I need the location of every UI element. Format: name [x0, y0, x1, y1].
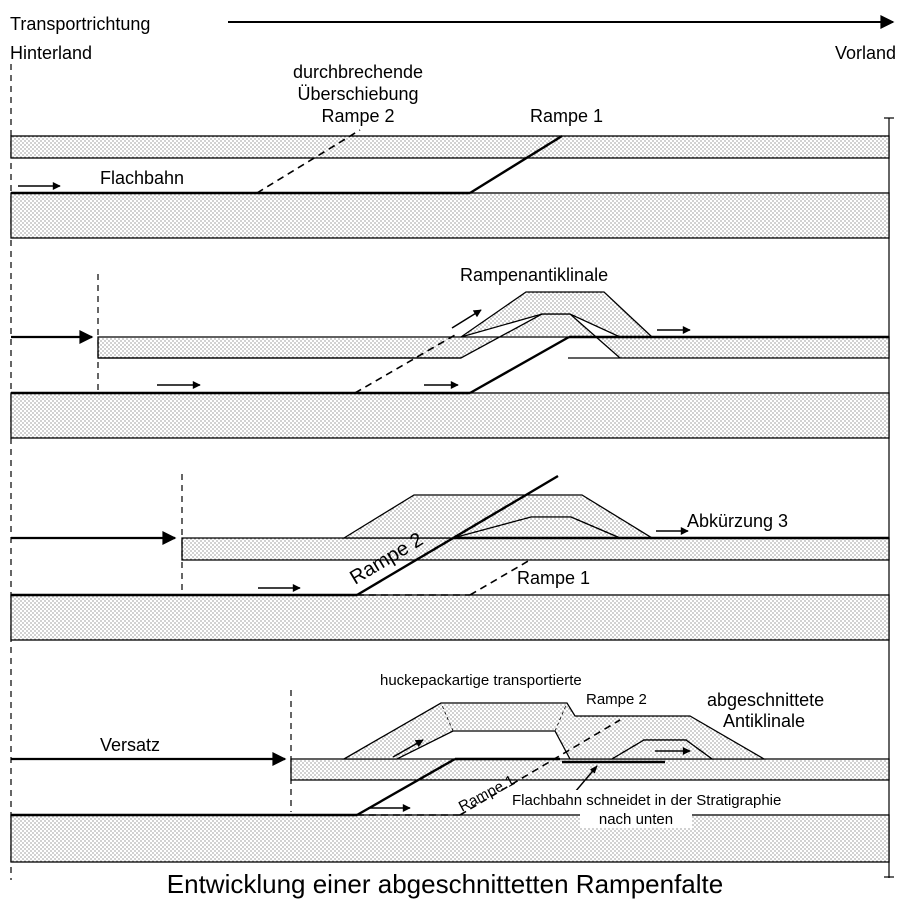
transport-direction-label: Transportrichtung — [10, 14, 150, 34]
thrust-sheet — [181, 537, 890, 561]
axial-trace — [440, 702, 454, 732]
ramp-2-fault — [356, 474, 559, 597]
piggyback-label: huckepackartige transportierte — [380, 672, 582, 689]
flat-cut-label-line2: nach unten — [599, 811, 673, 828]
shortcut-label: Abkürzung 3 — [687, 511, 788, 531]
figure-caption: Entwicklung einer abgeschnittetten Rampe… — [167, 869, 723, 899]
ramp-2-future-fault — [256, 129, 361, 194]
slip-arrow — [392, 739, 424, 758]
lower-bed-layer — [10, 814, 890, 863]
ramp-1-fault — [469, 335, 570, 395]
cut-anticline-label-line2: Antiklinale — [723, 711, 805, 731]
lower-bed-layer — [10, 594, 890, 641]
breakthrough-label-line2: Überschiebung — [297, 84, 418, 104]
vorland-label: Vorland — [835, 43, 896, 63]
ramp-2-label: Rampe 2 — [321, 106, 394, 126]
lower-bed-layer — [10, 192, 890, 239]
stage-3-panel: Rampe 2 Rampe 1 Abkürzung 3 — [10, 474, 890, 641]
ramp-2-future-fault — [354, 334, 456, 394]
upper-bed-layer — [10, 135, 890, 159]
stage-1-panel: Flachbahn durchbrechende Überschiebung R… — [10, 62, 890, 239]
label-background — [580, 810, 692, 828]
ramp-2-fault — [356, 757, 456, 817]
ramp-1-label: Rampe 1 — [530, 106, 603, 126]
stage-4-panel: Versatz huckepackartige transportierte R… — [10, 672, 890, 863]
ramp-anticline-label: Rampenantiklinale — [460, 265, 608, 285]
ramp-2-label: Rampe 2 — [586, 691, 647, 708]
hinterland-label: Hinterland — [10, 43, 92, 63]
pointer-arrow — [574, 765, 598, 793]
flat-label: Flachbahn — [100, 168, 184, 188]
slip-arrow — [451, 309, 482, 329]
label-background — [508, 790, 882, 809]
ramp-1-fault — [469, 134, 563, 195]
axial-trace — [554, 702, 568, 732]
breakthrough-label-line1: durchbrechende — [293, 62, 423, 82]
offset-label: Versatz — [100, 735, 160, 755]
header: Transportrichtung Hinterland Vorland — [10, 14, 896, 63]
cut-anticline-label-line1: abgeschnittete — [707, 690, 824, 710]
stage-2-panel: Rampenantiklinale — [10, 265, 890, 439]
ramp-1-label: Rampe 1 — [517, 568, 590, 588]
lower-bed-layer — [10, 392, 890, 439]
flat-cut-label-line1: Flachbahn schneidet in der Stratigraphie — [512, 792, 781, 809]
